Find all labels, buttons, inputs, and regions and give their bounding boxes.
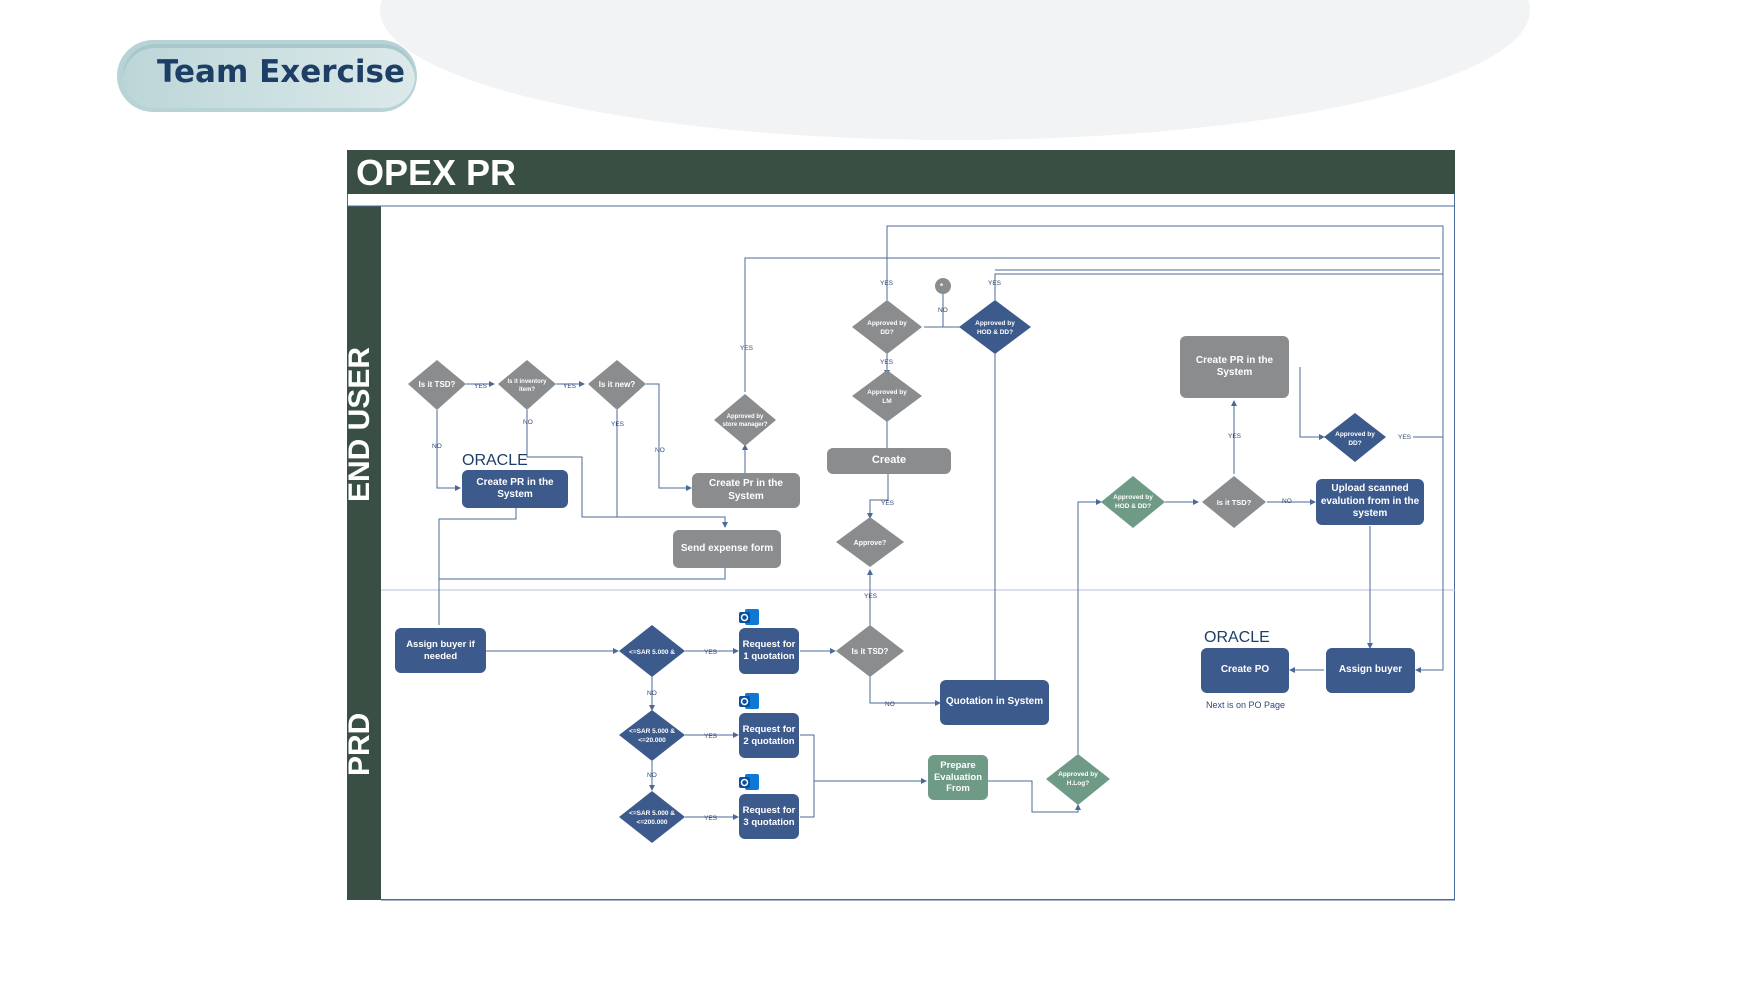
svg-text:DD?: DD? [880,329,893,336]
decision-approved-hod-dd-green: Approved by HOD & DD? [1101,476,1165,528]
badge [123,44,415,108]
decision-is-tsd-prd: Is it TSD? [836,625,904,677]
next-page-note: Next is on PO Page [1206,700,1286,710]
edge-label-yes: YES [740,345,754,352]
upload-scanned-box: Upload scanned evalution from in the sys… [1316,479,1424,525]
decision-is-new: Is it new? [588,360,646,410]
edge-label-yes: YES [881,500,895,507]
edge-label-no: NO [523,419,533,426]
outlook-icon [739,693,759,709]
edge-label-yes: YES [864,593,878,600]
svg-text:Approved by: Approved by [1335,431,1375,438]
svg-text:Approved by: Approved by [867,320,907,327]
svg-text:Approved by: Approved by [1113,494,1153,501]
edge-label-yes: YES [474,383,488,390]
svg-text:Approved by: Approved by [1058,771,1098,778]
svg-text:Approved by: Approved by [727,414,764,420]
connector-circle [935,278,951,294]
svg-text:DD?: DD? [1348,440,1361,447]
svg-text:Is it TSD?: Is it TSD? [419,380,456,389]
edge-label-yes: YES [1398,434,1412,441]
decision-approved-lm: Approved by LM [852,370,922,422]
edge-label-no: NO [655,447,665,454]
svg-text:Is it TSD?: Is it TSD? [852,647,889,656]
prepare-evaluation-box: Prepare Evaluation From [928,755,988,800]
assign-buyer-box: Assign buyer [1326,648,1415,693]
diagram-frame [347,150,1455,900]
decision-is-tsd-right: Is it TSD? [1202,476,1266,528]
svg-text:LM: LM [882,398,891,405]
decision-sar-5000: <=SAR 5.000 & [619,625,685,677]
request-3-quotation-box: Request for 3 quotation [739,794,799,839]
edge-label-yes: YES [704,815,718,822]
decision-approved-dd-right: Approved by DD? [1324,413,1386,462]
assign-buyer-if-needed-box: Assign buyer if needed [395,628,486,673]
svg-text:<=SAR 5.000 &: <=SAR 5.000 & [629,728,675,735]
create-pr-gray-box: Create Pr in the System [692,473,800,508]
svg-text:<=20.000: <=20.000 [638,737,666,744]
title-bar [347,150,1455,194]
svg-text:H.Log?: H.Log? [1067,780,1089,787]
decision-approved-hod-dd-top: Approved by HOD & DD? [959,300,1031,354]
send-expense-box: Send expense form [673,530,781,568]
svg-text:Is it inventory: Is it inventory [507,379,547,385]
edge-label-yes: YES [704,733,718,740]
edge-label-yes: YES [563,383,577,390]
outlook-icon [739,774,759,790]
decision-approve: Approve? [836,517,904,567]
create-box: Create [827,448,951,474]
create-pr-right-box: Create PR in the System [1180,336,1289,398]
create-po-box: Create PO [1201,648,1289,693]
edge-label-no: NO [938,307,948,314]
swimlane-band [347,206,381,900]
edge-label-yes: YES [880,359,894,366]
quotation-in-system-box: Quotation in System [940,680,1049,725]
svg-text:<=200.000: <=200.000 [636,819,667,826]
outlook-icon [739,609,759,625]
edge-label-yes: YES [880,280,894,287]
edge-label-no: NO [647,690,657,697]
svg-text:<=SAR 5.000 &: <=SAR 5.000 & [629,810,675,817]
svg-text:Approved by: Approved by [867,389,907,396]
connector-mark: * [940,282,944,291]
decision-is-tsd-top: Is it TSD? [408,360,466,410]
decision-approved-store: Approved by store manager? [714,394,776,446]
decision-sar-20000: <=SAR 5.000 & <=20.000 [619,710,685,761]
decision-sar-200000: <=SAR 5.000 & <=200.000 [619,791,685,843]
svg-text:Approve?: Approve? [854,540,887,547]
svg-text:Is it TSD?: Is it TSD? [1217,498,1252,507]
svg-text:item?: item? [519,387,535,393]
svg-text:store manager?: store manager? [722,422,767,428]
edge-label-no: NO [1282,498,1292,505]
diagram-title: OPEX PR [356,152,517,193]
edge-label-no: NO [647,772,657,779]
edge-label-yes: YES [1228,433,1242,440]
decision-approved-dd: Approved by DD? [852,300,922,354]
request-1-quotation-box: Request for 1 quotation [739,628,799,674]
edge-label-yes: YES [988,280,1002,287]
svg-text:HOD & DD?: HOD & DD? [1115,503,1151,510]
request-2-quotation-box: Request for 2 quotation [739,713,799,758]
svg-text:Approved by: Approved by [975,320,1015,327]
create-pr-oracle-box: Create PR in the System [462,470,568,508]
edge-label-no: NO [885,701,895,708]
svg-text:Is it new?: Is it new? [599,380,636,389]
oracle-label: ORACLE [1204,629,1270,646]
edge-label-yes: YES [704,649,718,656]
edge-label-no: NO [432,443,442,450]
decision-approved-hlog: Approved by H.Log? [1046,754,1110,805]
oracle-label: ORACLE [462,452,528,469]
svg-text:HOD & DD?: HOD & DD? [977,329,1013,336]
edge-label-yes: YES [611,421,625,428]
svg-text:<=SAR 5.000 &: <=SAR 5.000 & [629,649,675,656]
badge-text: Team Exercise [157,54,406,90]
decision-is-inventory: Is it inventory item? [498,360,556,410]
